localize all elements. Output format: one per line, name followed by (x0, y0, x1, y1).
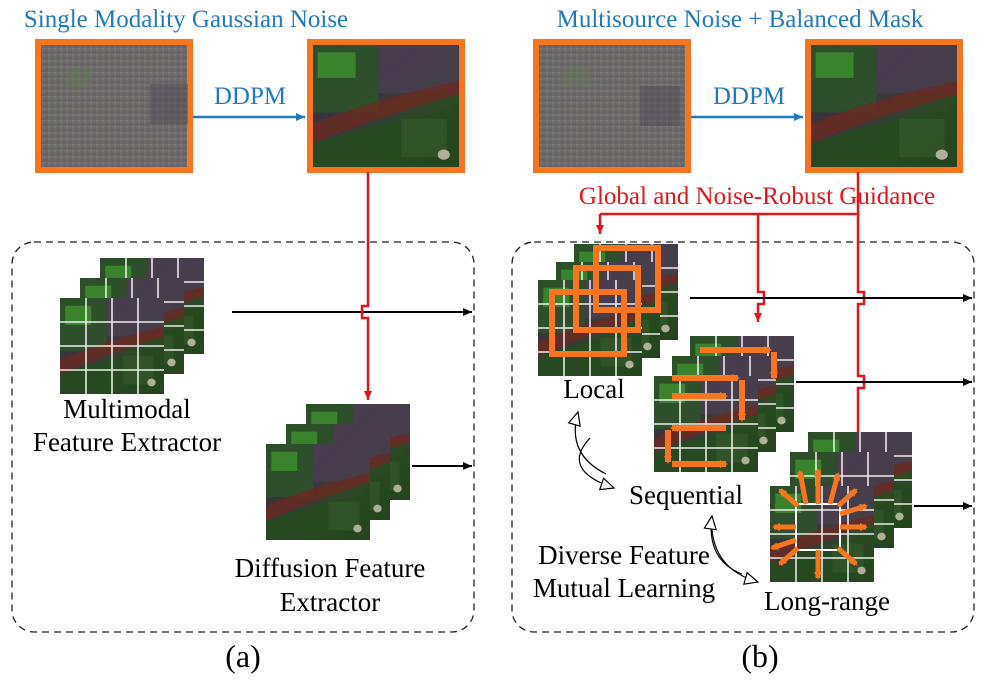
panel-b-caption: (b) (741, 638, 778, 674)
diffusion-label-line1: Diffusion Feature (235, 553, 426, 583)
panel-a-ddpm-label: DDPM (214, 83, 286, 110)
mutual-learning-line2: Mutual Learning (533, 573, 715, 603)
panel-a-container (11, 241, 475, 633)
panel-b-denoised-image (805, 39, 963, 173)
panel-a-guidance-arrow (360, 172, 372, 400)
panel-a: Single Modality Gaussian Noise DDPM Mult… (11, 6, 475, 674)
panel-a-denoised-image (307, 39, 465, 173)
mutual-learning-line1: Diverse Feature (538, 540, 710, 570)
diffusion-label-line2: Extractor (280, 587, 380, 617)
panel-a-noisy-image (35, 39, 193, 173)
sequential-label: Sequential (629, 480, 743, 510)
guidance-arrows (596, 172, 866, 456)
panel-b-noisy-image (533, 39, 691, 173)
mutual-learning-arrows (567, 410, 760, 585)
panel-a-title: Single Modality Gaussian Noise (24, 6, 348, 33)
diffusion-feature-stack (266, 404, 410, 540)
multimodal-feature-stack (60, 258, 204, 394)
long-range-feature-stack (770, 432, 912, 582)
multimodal-label-line1: Multimodal (63, 394, 191, 424)
local-feature-stack (538, 244, 678, 376)
panel-b-ddpm-label: DDPM (713, 83, 785, 110)
sequential-feature-stack (654, 336, 794, 472)
local-label: Local (563, 374, 624, 404)
panel-b-container (511, 241, 975, 633)
guidance-label: Global and Noise-Robust Guidance (579, 183, 935, 210)
long-range-label: Long-range (764, 586, 890, 616)
multimodal-label-line2: Feature Extractor (33, 427, 221, 457)
panel-b-title: Multisource Noise + Balanced Mask (557, 6, 924, 33)
panel-a-caption: (a) (225, 638, 261, 674)
panel-b: Multisource Noise + Balanced Mask DDPM G… (511, 6, 975, 674)
